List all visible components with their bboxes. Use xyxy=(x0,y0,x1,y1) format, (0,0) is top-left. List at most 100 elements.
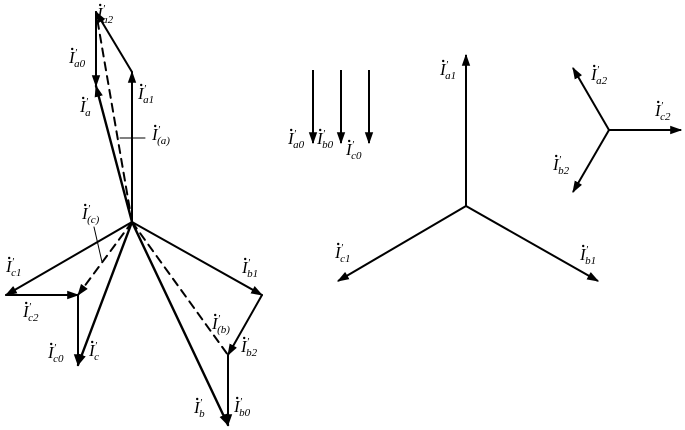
label-left-labels-ic2: I′c2 xyxy=(22,301,39,324)
vector-ia-paren xyxy=(95,11,133,223)
label-prime: ′ xyxy=(158,124,161,136)
label-prime: ′ xyxy=(103,3,106,15)
label-text: I′c0 xyxy=(345,139,362,162)
label-base: I xyxy=(334,243,342,262)
label-text: I′a2 xyxy=(96,3,114,26)
label-prime: ′ xyxy=(144,83,147,95)
label-text: I′b0 xyxy=(233,396,251,419)
label-left-labels-ib2: I′b2 xyxy=(240,336,258,359)
phasor-dot xyxy=(154,124,157,128)
label-prime: ′ xyxy=(247,336,250,348)
label-prime: ′ xyxy=(661,100,664,112)
phasor-dot xyxy=(593,64,596,68)
vector-ib1 xyxy=(131,221,264,296)
label-left-labels-ic1: I′c1 xyxy=(5,256,21,279)
label-text: I′c0 xyxy=(47,342,64,365)
negative-vector-a2 xyxy=(572,66,610,131)
phasor-dot xyxy=(319,128,322,132)
label-base: I xyxy=(81,204,89,223)
label-subscript: b1 xyxy=(585,255,596,267)
label-prime: ′ xyxy=(54,342,57,354)
label-text: I′a0 xyxy=(68,47,86,70)
label-text: I′b0 xyxy=(316,128,334,151)
label-zero-sequence-labels-ia0: I′a0 xyxy=(287,128,305,151)
phasor-dot xyxy=(582,244,585,248)
phasor-dot xyxy=(82,96,85,100)
label-text: I′b1 xyxy=(579,244,596,267)
label-subscript: b xyxy=(199,408,205,420)
phasor-dot xyxy=(337,242,340,246)
phasor-dot xyxy=(290,128,293,132)
phasor-dot xyxy=(214,313,217,317)
label-prime: ′ xyxy=(586,244,589,256)
label-prime: ′ xyxy=(95,340,98,352)
label-zero-sequence-labels-ib0: I′b0 xyxy=(316,128,334,151)
label-prime: ′ xyxy=(559,154,562,166)
label-left-labels-ia1: I′a1 xyxy=(137,83,154,106)
label-base: I xyxy=(22,302,30,321)
label-prime: ′ xyxy=(29,301,32,313)
zero-sequence-diagram xyxy=(308,70,374,145)
label-subscript: (b) xyxy=(217,324,230,336)
label-prime: ′ xyxy=(12,256,15,268)
phasor-dot xyxy=(196,397,199,401)
label-text: I′(b) xyxy=(211,313,230,336)
phasor-dot xyxy=(657,100,660,104)
leader-ic-paren xyxy=(93,226,103,263)
phasor-dot xyxy=(236,396,239,400)
label-prime: ′ xyxy=(240,396,243,408)
label-subscript: c2 xyxy=(28,312,39,324)
vector-ib2 xyxy=(227,294,263,357)
label-text: I′c1 xyxy=(334,242,350,265)
label-subscript: c1 xyxy=(11,267,21,279)
phasor-dot xyxy=(8,256,11,260)
label-subscript: c2 xyxy=(660,111,671,123)
label-text: I′a1 xyxy=(137,83,154,106)
label-base: I xyxy=(439,60,447,79)
vector-ic1 xyxy=(4,221,133,296)
label-text: I′c2 xyxy=(22,301,39,324)
label-text: I′(c) xyxy=(81,203,100,226)
phasor-dot xyxy=(243,336,246,340)
label-base: I xyxy=(96,4,104,23)
label-base: I xyxy=(233,397,241,416)
label-base: I xyxy=(88,341,96,360)
label-base: I xyxy=(552,155,560,174)
label-base: I xyxy=(579,245,587,264)
label-zero-sequence-labels-ic0: I′c0 xyxy=(345,139,362,162)
label-subscript: b0 xyxy=(322,139,334,151)
positive-vector-b1 xyxy=(465,205,600,282)
negative-sequence-diagram xyxy=(572,66,683,194)
label-subscript: b1 xyxy=(247,268,258,280)
label-base: I xyxy=(47,343,55,362)
vector-ic-paren xyxy=(77,221,133,296)
phasor-dot xyxy=(50,342,53,346)
label-prime: ′ xyxy=(86,96,89,108)
label-text: I′b2 xyxy=(240,336,258,359)
label-left-labels-ic-paren: I′(c) xyxy=(81,203,100,226)
label-base: I xyxy=(211,314,219,333)
label-subscript: a xyxy=(85,107,91,119)
label-base: I xyxy=(287,129,295,148)
left-composite-diagram xyxy=(4,10,264,427)
label-subscript: b2 xyxy=(558,165,570,177)
vector-ia xyxy=(94,84,134,224)
vector-ib xyxy=(130,220,230,427)
label-negative-sequence-labels-ic2: I′c2 xyxy=(654,100,671,123)
phasor-dot xyxy=(140,83,143,87)
phasor-dot xyxy=(25,301,28,305)
label-base: I xyxy=(5,257,13,276)
label-left-labels-ib: I′b xyxy=(193,397,205,420)
label-prime: ′ xyxy=(446,59,449,71)
label-text: I′a1 xyxy=(439,59,456,82)
label-base: I xyxy=(137,84,145,103)
label-base: I xyxy=(654,101,662,120)
label-base: I xyxy=(68,48,76,67)
label-text: I′b1 xyxy=(241,257,258,280)
label-text: I′(a) xyxy=(151,124,170,147)
label-text: I′c xyxy=(88,340,99,363)
label-prime: ′ xyxy=(341,242,344,254)
label-subscript: a0 xyxy=(74,58,86,70)
